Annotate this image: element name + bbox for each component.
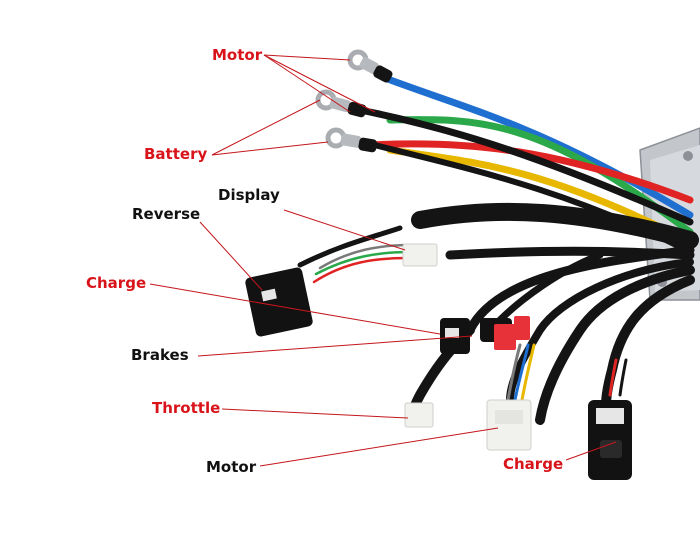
ring-terminal-3	[325, 127, 378, 153]
label-throttle: Throttle	[152, 399, 221, 417]
label-display: Display	[218, 186, 280, 204]
pointer-motor-3	[263, 54, 351, 113]
pointer-motor-bottom	[259, 427, 499, 467]
charge-connector-left	[440, 318, 470, 354]
pointer-battery-2	[211, 141, 329, 156]
black-wire-motor	[356, 106, 694, 226]
motor-hall-connector	[486, 399, 532, 451]
label-battery: Battery	[144, 145, 208, 163]
label-brakes: Brakes	[131, 346, 189, 364]
pointer-brakes	[197, 335, 473, 357]
reverse-connector	[245, 267, 313, 337]
label-motor-top: Motor	[212, 46, 263, 64]
display-connector	[402, 243, 438, 267]
label-charge-right: Charge	[503, 455, 564, 473]
pointer-motor-1	[263, 54, 351, 61]
green-wire	[386, 116, 694, 236]
signal-wires	[312, 243, 628, 402]
pointer-reverse	[199, 221, 263, 291]
throttle-connector	[404, 402, 434, 428]
red-connector	[494, 316, 530, 350]
black-cables	[297, 202, 699, 425]
label-reverse: Reverse	[132, 205, 201, 223]
connectors	[245, 243, 632, 480]
ring-terminal-1	[347, 49, 393, 83]
pointer-charge-left	[149, 283, 441, 335]
label-motor-bottom: Motor	[206, 458, 257, 476]
pointer-display	[283, 209, 406, 251]
charge-connector-right	[588, 400, 632, 480]
pointer-motor-2	[263, 54, 376, 113]
pointer-throttle	[221, 408, 409, 419]
label-charge-left: Charge	[86, 274, 147, 292]
pointer-battery-1	[211, 99, 321, 156]
pointer-lines	[149, 54, 617, 467]
pointer-charge-right	[565, 441, 617, 461]
